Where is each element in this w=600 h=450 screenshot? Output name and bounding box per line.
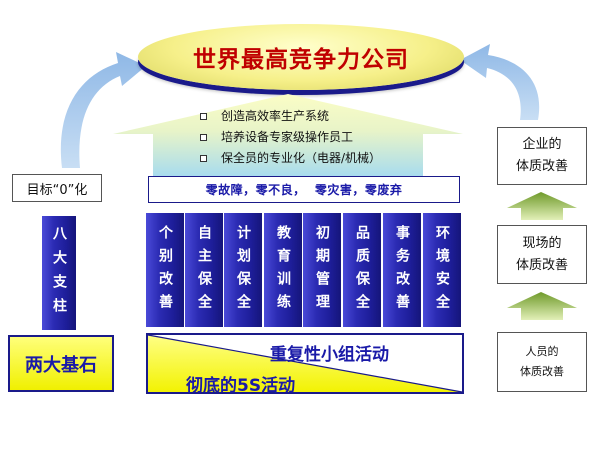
pillar: 计划保全 <box>224 213 262 327</box>
base-bottom-label: 彻底的5S活动 <box>186 376 296 396</box>
base-divider <box>147 334 463 393</box>
zero-target-box: 目标“0”化 <box>12 174 102 202</box>
left-pillar-label: 八大支柱 <box>51 226 67 322</box>
pillar: 品质保全 <box>343 213 381 327</box>
bullet-icon <box>200 113 207 120</box>
roof-item: 保全员的专业化（电器/机械） <box>200 148 440 169</box>
pillar: 个别改善 <box>146 213 184 327</box>
bullet-icon <box>200 134 207 141</box>
goal-ellipse: 世界最高竞争力公司 <box>138 24 464 90</box>
base-block <box>146 333 464 394</box>
goal-label: 世界最高竞争力公司 <box>193 47 409 73</box>
base-top-label: 重复性小组活动 <box>270 345 389 365</box>
up-arrow-upper <box>507 192 577 220</box>
pillar: 教育训练 <box>264 213 302 327</box>
pillar: 自主保全 <box>185 213 223 327</box>
left-curved-arrow <box>60 52 146 168</box>
up-arrow-lower <box>507 292 577 320</box>
pillar: 初期管理 <box>303 213 341 327</box>
bullet-icon <box>200 155 207 162</box>
left-pillar: 八大支柱 <box>42 216 76 330</box>
left-base-label: 两大基石 <box>25 354 97 376</box>
roof-item: 培养设备专家级操作员工 <box>200 127 440 148</box>
right-box-enterprise: 企业的 体质改善 <box>497 127 587 185</box>
right-box-site: 现场的 体质改善 <box>497 225 587 284</box>
zero-target-label: 目标“0”化 <box>26 182 88 198</box>
pillar: 环境安全 <box>423 213 461 327</box>
pillar: 事务改善 <box>383 213 421 327</box>
roof-item: 创造高效率生产系统 <box>200 106 440 127</box>
right-box-personnel: 人员的 体质改善 <box>497 332 587 392</box>
right-arrows <box>507 192 577 320</box>
right-curved-arrow <box>460 44 540 120</box>
zero-banner: 零故障，零不良， 零灾害，零废弃 <box>148 176 460 203</box>
roof-list: 创造高效率生产系统 培养设备专家级操作员工 保全员的专业化（电器/机械） <box>200 106 440 169</box>
left-base-box: 两大基石 <box>8 335 114 392</box>
zero-banner-label: 零故障，零不良， 零灾害，零废弃 <box>205 183 403 197</box>
